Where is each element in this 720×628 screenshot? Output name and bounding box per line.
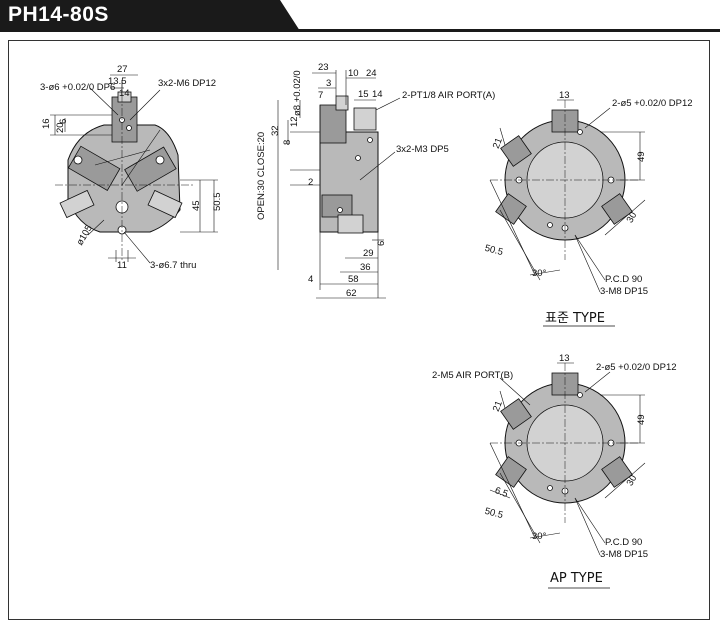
dim-11: 11 [117,260,127,271]
standard-type-label: 표준 TYPE [545,311,605,326]
dim-2: 2 [308,177,313,188]
stroke-callout: OPEN:30 CLOSE:20 [256,132,267,220]
std-dim-50-5: 50.5 [483,243,504,258]
dim-50-5: 50.5 [212,193,223,212]
ap-dim-50-5: 50.5 [483,506,504,521]
title-bar: PH14-80S [0,0,720,34]
std-dim-30: 30 [625,210,640,225]
title-rule [0,29,720,32]
dim-58: 58 [348,274,359,285]
dim-13-5: 13.5 [108,76,127,87]
dim-62: 62 [346,288,357,299]
standard-type-view: 13 21 49 30 50.5 30° 2-ø5 +0.02/0 DP12 P… [483,90,693,327]
std-tap-callout: 3-M8 DP15 [600,286,648,297]
dim-27: 27 [117,64,128,75]
dim-14: 14 [372,89,383,100]
dim-45: 45 [191,200,202,211]
title-tab [0,0,300,31]
pin-hole-callout: 3-ø6 +0.02/0 DP6 [40,82,115,93]
ap-air-port-callout: 2-M5 AIR PORT(B) [432,370,513,381]
side-view: 23 10 24 3 7 15 14 32 8 12 2 29 36 58 62… [256,62,495,299]
std-dim-21: 21 [491,136,505,150]
dim-29: 29 [363,248,374,259]
front-view: 27 13.5 14 16 20 6 50.5 45 11 3-ø6 +0.02… [40,64,223,271]
ap-dim-6-5: 6.5 [493,485,509,500]
ap-type-view: 13 21 49 30 6.5 50.5 30° 2-M5 AIR PORT(B… [432,353,677,589]
dim-6-side: 6 [376,241,387,246]
air-port-callout: 2-PT1/8 AIR PORT(A) [402,90,495,101]
ap-pin-callout: 2-ø5 +0.02/0 DP12 [596,362,677,373]
side-tap-callout: 3x2-M3 DP5 [396,144,449,155]
dim-16: 16 [41,118,52,129]
dim-20: 20 [55,122,66,133]
dim-4: 4 [308,274,313,285]
ap-dim-30: 30 [625,473,640,488]
ap-type-label: AP TYPE [550,571,603,586]
std-dim-49: 49 [636,151,647,162]
dim-8: 8 [282,140,293,145]
drawing-frame [8,40,710,620]
ap-pcd-callout: P.C.D 90 [605,537,642,548]
dim-12: 12 [289,116,300,127]
dim-14: 14 [119,88,130,99]
ap-dim-13: 13 [559,353,570,364]
dim-32: 32 [270,125,281,136]
std-dim-13: 13 [559,90,570,101]
dim-15: 15 [358,89,369,100]
dim-24: 24 [366,68,377,79]
ap-dim-49: 49 [636,414,647,425]
dia8-callout: ø8 +0.02/0 [292,70,303,116]
ap-tap-callout: 3-M8 DP15 [600,549,648,560]
std-dim-angle: 30° [532,268,547,279]
std-pcd-callout: P.C.D 90 [605,274,642,285]
std-pin-callout: 2-ø5 +0.02/0 DP12 [612,98,693,109]
page-title: PH14-80S [8,3,109,26]
tap-callout: 3x2-M6 DP12 [158,78,216,89]
dim-7: 7 [318,90,323,101]
dim-6: 6 [58,119,69,124]
ap-dim-21: 21 [491,399,505,413]
dim-23: 23 [318,62,329,73]
ap-dim-angle: 30° [532,531,547,542]
dim-3: 3 [326,78,331,89]
dim-10: 10 [348,68,359,79]
dim-36: 36 [360,262,371,273]
thru-callout: 3-ø6.7 thru [150,260,196,271]
